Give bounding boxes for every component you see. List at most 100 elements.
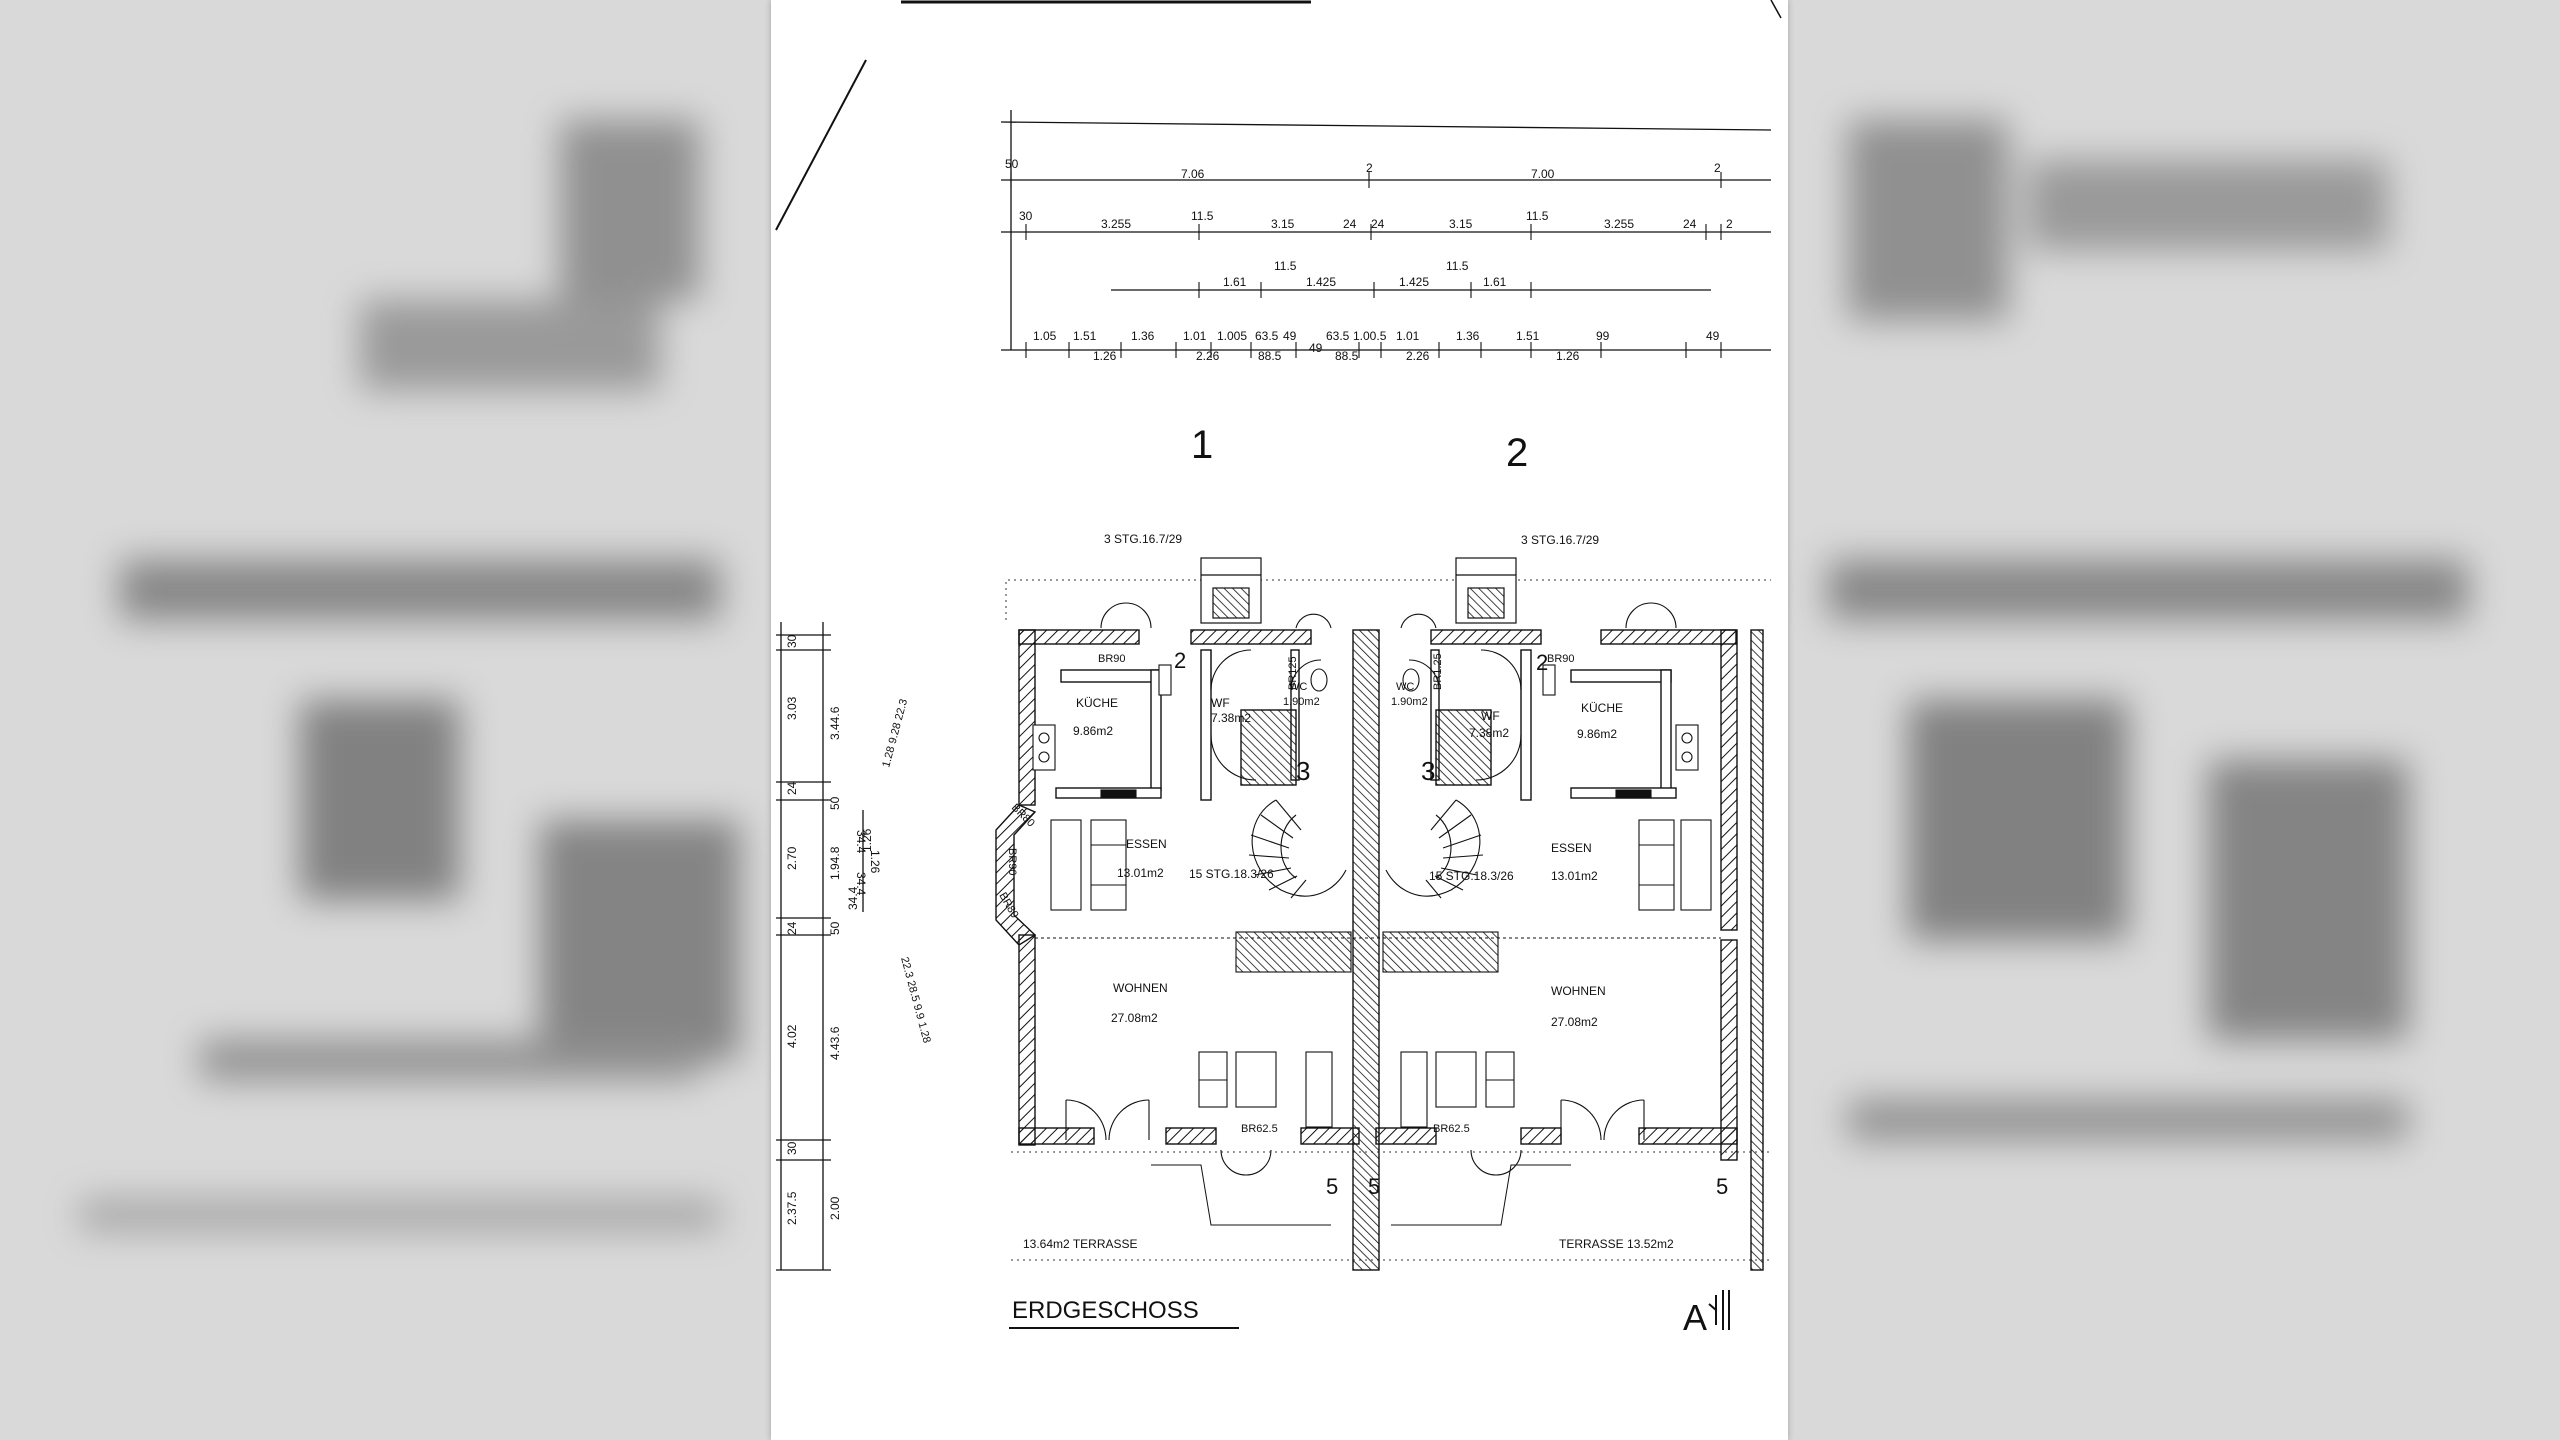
dim-label: 11.5: [1191, 209, 1214, 223]
entrance-stairs: [1200, 557, 1517, 624]
dim-label: 1.26: [1556, 349, 1580, 363]
dim-label: 88.5: [1258, 349, 1282, 363]
house-number-1: 1: [1191, 423, 1213, 467]
north-mark: A: [1683, 1297, 1707, 1338]
svg-text:13.01m2: 13.01m2: [1117, 866, 1164, 880]
svg-text:13.64m2 TERRASSE: 13.64m2 TERRASSE: [1023, 1237, 1138, 1251]
dimension-labels-left: 30 3.03 24 2.70 24 4.02 30 2.37.5 3.44.6…: [785, 634, 933, 1225]
svg-text:4.43.6: 4.43.6: [828, 1026, 842, 1060]
dim-label: 2: [1366, 161, 1373, 175]
dim-label: 1.61: [1223, 275, 1247, 289]
dim-label: 2: [1714, 161, 1721, 175]
dimension-labels-top: 50 7.06 2 7.00 2 30 3.255 11.5 3.15 24 2…: [1005, 157, 1733, 363]
dim-label: 7.00: [1531, 167, 1555, 181]
dim-label: 1.00.5: [1353, 329, 1387, 343]
dimension-chains-top: [1000, 110, 1772, 358]
dim-label: 1.51: [1073, 329, 1097, 343]
svg-text:WC: WC: [1396, 681, 1414, 693]
dim-label: 88.5: [1335, 349, 1359, 363]
svg-text:15 STG.18.3/26: 15 STG.18.3/26: [1189, 867, 1274, 881]
room-labels: KÜCHE 9.86m2 KÜCHE 9.86m2 WF 7.38m2 WF 7…: [1073, 681, 1623, 1029]
dim-label: 7.06: [1181, 167, 1205, 181]
svg-text:9.86m2: 9.86m2: [1073, 724, 1113, 738]
dim-label: 49: [1706, 329, 1720, 343]
dim-label: 1.425: [1306, 275, 1336, 289]
north-arrow-icon: [1708, 1290, 1730, 1330]
svg-text:ESSEN: ESSEN: [1551, 841, 1592, 855]
stair-labels: 3 STG.16.7/29 3 STG.16.7/29 15 STG.18.3/…: [1104, 532, 1599, 883]
dim-label: 2: [1726, 217, 1733, 231]
terrace-labels: 13.64m2 TERRASSE TERRASSE 13.52m2: [1023, 1237, 1674, 1251]
svg-text:30: 30: [785, 1141, 799, 1155]
dim-label: 3.15: [1271, 217, 1295, 231]
dim-label: 50: [1005, 157, 1019, 171]
kitchen-fixtures: [1032, 664, 1699, 799]
dim-label: 99: [1596, 329, 1610, 343]
svg-text:30: 30: [785, 634, 799, 648]
svg-text:1.28 9.28 22.3: 1.28 9.28 22.3: [880, 698, 910, 769]
svg-text:3: 3: [1421, 756, 1435, 786]
svg-text:BR90: BR90: [1547, 653, 1575, 665]
svg-text:BR90: BR90: [1098, 653, 1126, 665]
bay-window: [995, 804, 1037, 946]
svg-text:2.70: 2.70: [785, 846, 799, 870]
svg-text:TERRASSE 13.52m2: TERRASSE 13.52m2: [1559, 1237, 1674, 1251]
svg-text:3 STG.16.7/29: 3 STG.16.7/29: [1104, 532, 1182, 546]
svg-text:1.26: 1.26: [868, 850, 882, 874]
svg-text:24: 24: [785, 921, 799, 935]
svg-text:1.90m2: 1.90m2: [1391, 696, 1428, 708]
svg-text:BR90: BR90: [1006, 848, 1018, 876]
svg-text:22.3 28.5 9.9 1.28: 22.3 28.5 9.9 1.28: [898, 956, 933, 1045]
svg-text:3.44.6: 3.44.6: [828, 706, 842, 740]
svg-text:BR62.5: BR62.5: [1241, 1123, 1278, 1135]
svg-text:BR62.5: BR62.5: [1433, 1123, 1470, 1135]
svg-text:2.37.5: 2.37.5: [785, 1191, 799, 1225]
dim-label: 3.15: [1449, 217, 1473, 231]
svg-text:4.02: 4.02: [785, 1024, 799, 1048]
svg-text:3: 3: [1296, 756, 1310, 786]
dim-label: 30: [1019, 209, 1033, 223]
floor-plan-drawing: 50 7.06 2 7.00 2 30 3.255 11.5 3.15 24 2…: [775, 0, 1782, 1338]
sheet-edge-marks: [775, 0, 1782, 231]
house-number-2: 2: [1506, 431, 1528, 475]
svg-text:1.26: 1.26: [860, 828, 874, 852]
svg-text:KÜCHE: KÜCHE: [1581, 701, 1623, 715]
svg-text:WF: WF: [1211, 696, 1230, 710]
svg-text:3.03: 3.03: [785, 696, 799, 720]
svg-text:WOHNEN: WOHNEN: [1113, 981, 1168, 995]
svg-text:15 STG.18.3/26: 15 STG.18.3/26: [1429, 869, 1514, 883]
dim-label: 63.5: [1326, 329, 1350, 343]
svg-text:34.4: 34.4: [854, 830, 868, 854]
svg-text:5: 5: [1368, 1174, 1380, 1199]
floor-plan-sheet: 50 7.06 2 7.00 2 30 3.255 11.5 3.15 24 2…: [771, 0, 1788, 1440]
dim-label: 1.01: [1396, 329, 1420, 343]
svg-text:5: 5: [1326, 1174, 1338, 1199]
svg-text:50: 50: [828, 921, 842, 935]
dim-label: 1.26: [1093, 349, 1117, 363]
svg-text:2: 2: [1174, 648, 1186, 673]
dim-label: 1.005: [1217, 329, 1247, 343]
dim-label: 1.01: [1183, 329, 1207, 343]
svg-text:2.00: 2.00: [828, 1196, 842, 1220]
dim-label: 24: [1371, 217, 1385, 231]
svg-text:7.38m2: 7.38m2: [1469, 726, 1509, 740]
section-markers: 2 2 3 3 5 5 5: [1174, 648, 1728, 1199]
exterior-walls: [1018, 629, 1764, 1271]
door-swings: [1065, 602, 1677, 1176]
dim-label: 3.255: [1101, 217, 1131, 231]
dim-label: 11.5: [1526, 209, 1549, 223]
svg-text:34.4: 34.4: [846, 886, 860, 910]
svg-text:2: 2: [1536, 650, 1548, 675]
svg-text:50: 50: [828, 796, 842, 810]
svg-text:3 STG.16.7/29: 3 STG.16.7/29: [1521, 533, 1599, 547]
blurred-background-right: [1788, 0, 2560, 1440]
dim-label: 1.36: [1456, 329, 1480, 343]
svg-text:34.4: 34.4: [854, 872, 868, 896]
svg-text:BR125: BR125: [1287, 656, 1299, 690]
svg-text:27.08m2: 27.08m2: [1551, 1015, 1598, 1029]
svg-text:BR1.25: BR1.25: [1432, 653, 1444, 690]
svg-text:ESSEN: ESSEN: [1126, 837, 1167, 851]
svg-text:WOHNEN: WOHNEN: [1551, 984, 1606, 998]
svg-text:WC: WC: [1289, 681, 1307, 693]
